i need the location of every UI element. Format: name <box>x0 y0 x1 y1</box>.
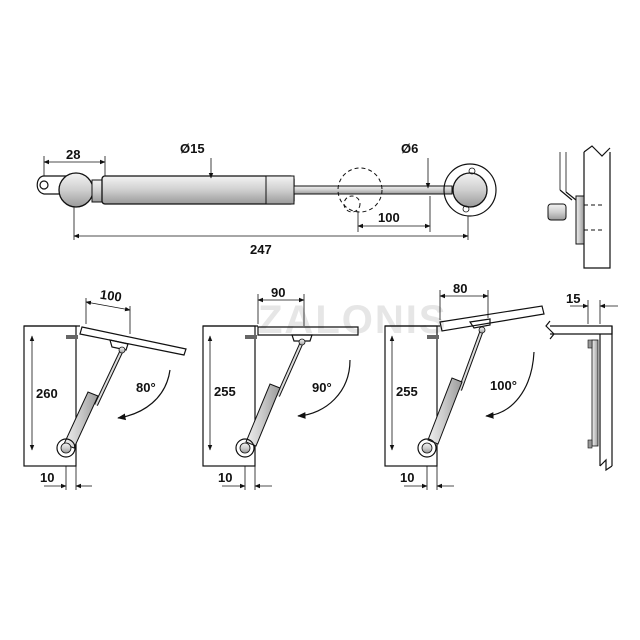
gas-strut: 28 Ø15 Ø6 100 247 <box>36 141 497 257</box>
dim-width: 80 <box>453 281 467 296</box>
dim-body-diameter: Ø15 <box>180 141 205 156</box>
dim-angle: 90° <box>312 380 332 395</box>
config-80: 260 100 80° 10 <box>23 287 187 490</box>
strut-body <box>427 377 463 445</box>
lid-hinge <box>245 335 257 339</box>
dim-total-length: 247 <box>250 242 272 257</box>
config-90: 255 90 90° 10 <box>202 285 359 490</box>
left-eye-hole <box>39 180 49 190</box>
dim-stroke: 100 <box>378 210 400 225</box>
dim-height: 255 <box>396 384 418 399</box>
mount-ball <box>547 203 567 221</box>
side-strut <box>591 339 599 447</box>
dim-height: 255 <box>214 384 236 399</box>
dim-offset: 10 <box>400 470 414 485</box>
right-eye-hole-top <box>468 167 476 175</box>
left-ball-end <box>58 172 94 208</box>
dim-width: 100 <box>99 287 123 305</box>
mount-side-view <box>547 145 611 269</box>
lid-hinge <box>427 335 439 339</box>
right-eye-ring <box>443 163 497 217</box>
lid-panel <box>257 326 359 336</box>
ghost-ball-end <box>337 167 383 213</box>
right-ball-end <box>452 172 488 208</box>
cylinder-body <box>101 175 295 205</box>
piston-rod <box>293 185 453 195</box>
config-100: 255 80 100° 10 <box>384 281 545 490</box>
dim-eye-width: 28 <box>66 147 80 162</box>
right-eye-hole-bottom <box>462 205 470 213</box>
dim-offset: 10 <box>40 470 54 485</box>
lid-panel <box>439 305 545 332</box>
dim-angle: 80° <box>136 380 156 395</box>
dim-side-width: 15 <box>566 291 580 306</box>
side-section-view: 15 <box>545 291 618 472</box>
mount-plate <box>575 195 585 245</box>
dim-rod-diameter: Ø6 <box>401 141 418 156</box>
cylinder-cap <box>265 175 295 205</box>
lid-panel <box>79 326 187 356</box>
dim-height: 260 <box>36 386 58 401</box>
dim-offset: 10 <box>218 470 232 485</box>
dim-angle: 100° <box>490 378 517 393</box>
lid-hinge <box>66 335 78 339</box>
strut-body <box>245 383 281 447</box>
dim-width: 90 <box>271 285 285 300</box>
